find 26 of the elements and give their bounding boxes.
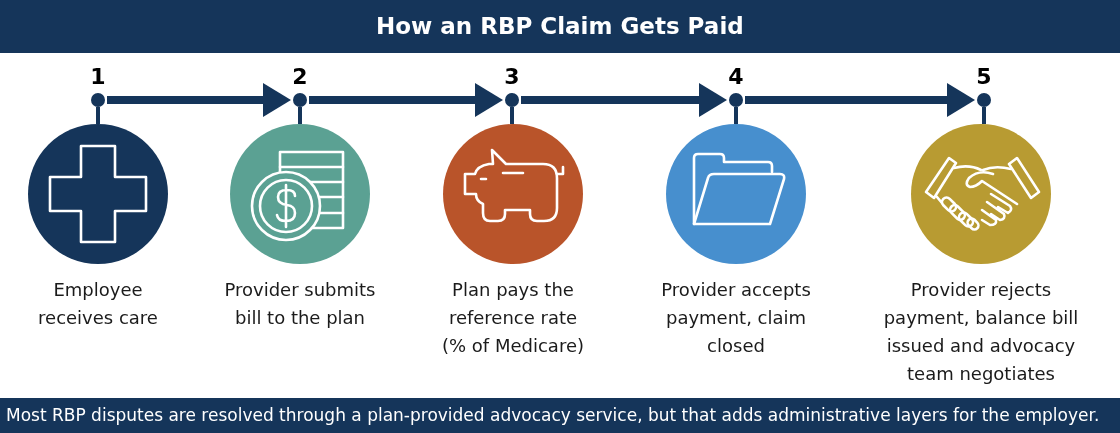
connector-line [298,107,302,124]
piggy-bank-icon [443,124,583,264]
step-description: Provider submits bill to the plan [223,278,377,330]
arrow [745,83,975,117]
step-description: Plan pays the reference rate (% of Medicare) [441,278,585,358]
title: How an RBP Claim Gets Paid [376,12,744,41]
step-number: 5 [975,64,993,90]
dollar-coin-icon [230,124,370,264]
connector-line [96,107,100,124]
arrow [107,83,291,117]
arrow [521,83,727,117]
connector-line [982,107,986,124]
step-description: Provider rejects payment, balance bill issued and advocacy team negotiates [882,278,1080,386]
step-number: 1 [89,64,107,90]
caption-bar: Most RBP disputes are resolved through a plan-provided advocacy service, but that adds administrative layers for the employer. [0,398,1120,433]
step-description: Provider accepts payment, claim closed [660,278,812,358]
handshake-icon [911,124,1051,264]
connector-line [734,107,738,124]
medical-cross-icon [28,124,168,264]
step-description: Employee receives care [37,278,159,330]
step-number: 3 [503,64,521,90]
step-number: 2 [291,64,309,90]
step-number: 4 [727,64,745,90]
folder-icon [666,124,806,264]
connector-line [510,107,514,124]
arrow [309,83,503,117]
